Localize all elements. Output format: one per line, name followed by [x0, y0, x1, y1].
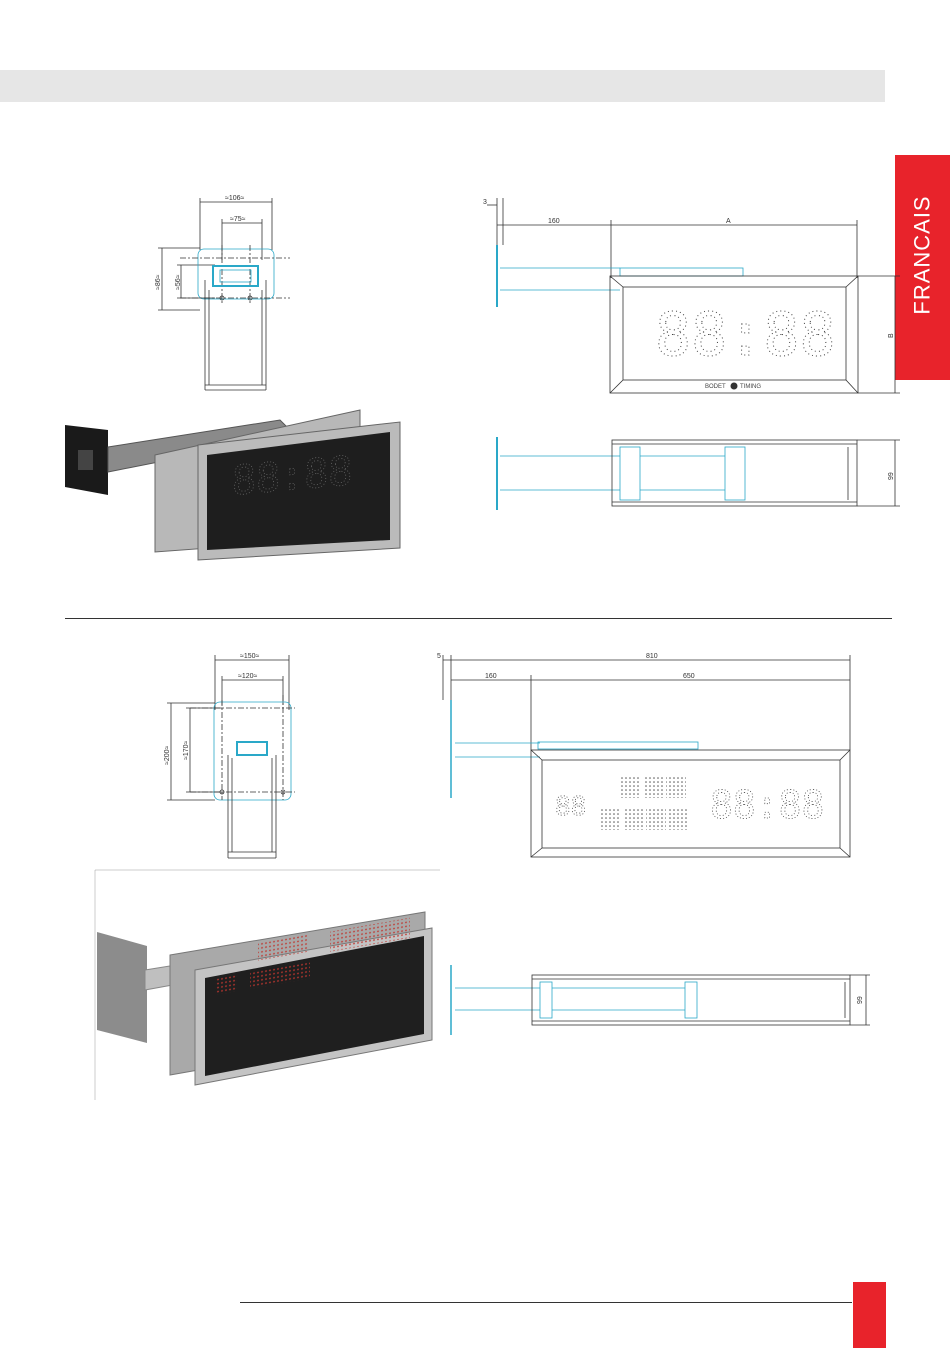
dim-top-width-a: A — [726, 218, 731, 225]
top-front-display-digits: 88:88 — [655, 300, 836, 370]
bottom-front-digits-right: 88:88 — [710, 783, 824, 827]
dim-bottom-total-length: 810 — [646, 653, 658, 660]
bottom-bottom-view — [451, 965, 870, 1035]
top-side-view — [158, 198, 290, 390]
dim-bottom-depth: 99 — [857, 996, 864, 1004]
logo-icon — [731, 383, 738, 390]
top-bottom-view — [497, 437, 900, 510]
dim-bottom-wall-gap: 5 — [437, 653, 441, 660]
footer-line — [240, 1302, 852, 1303]
dim-top-wall-gap: 3 — [483, 199, 487, 206]
dim-top-height-inner: ≈56≈ — [175, 274, 182, 290]
dim-top-arm-length: 160 — [548, 218, 560, 225]
dim-top-depth: 99 — [888, 472, 895, 480]
dim-bottom-width: 650 — [683, 673, 695, 680]
top-front-logo-right: TIMING — [740, 384, 761, 390]
dim-bottom-height-inner: ≈170≈ — [183, 740, 190, 760]
dim-bottom-arm-length: 160 — [485, 673, 497, 680]
dim-top-height-outer: ≈86≈ — [155, 274, 162, 290]
dim-top-width-outer: ≈106≈ — [225, 195, 245, 202]
dim-top-width-inner: ≈75≈ — [230, 216, 246, 223]
page-tab — [853, 1282, 886, 1348]
top-front-logo-left: BODET — [705, 384, 726, 390]
bottom-front-digits-left: 88 — [555, 792, 586, 822]
dim-top-height-b: B — [888, 333, 895, 338]
bottom-3d-render — [95, 870, 440, 1100]
dim-bottom-width-outer: ≈150≈ — [240, 653, 260, 660]
section-divider — [65, 618, 892, 619]
dim-bottom-width-inner: ≈120≈ — [238, 673, 258, 680]
dim-bottom-height-outer: ≈200≈ — [164, 745, 171, 765]
top-3d-render: 88:88 — [65, 410, 400, 560]
